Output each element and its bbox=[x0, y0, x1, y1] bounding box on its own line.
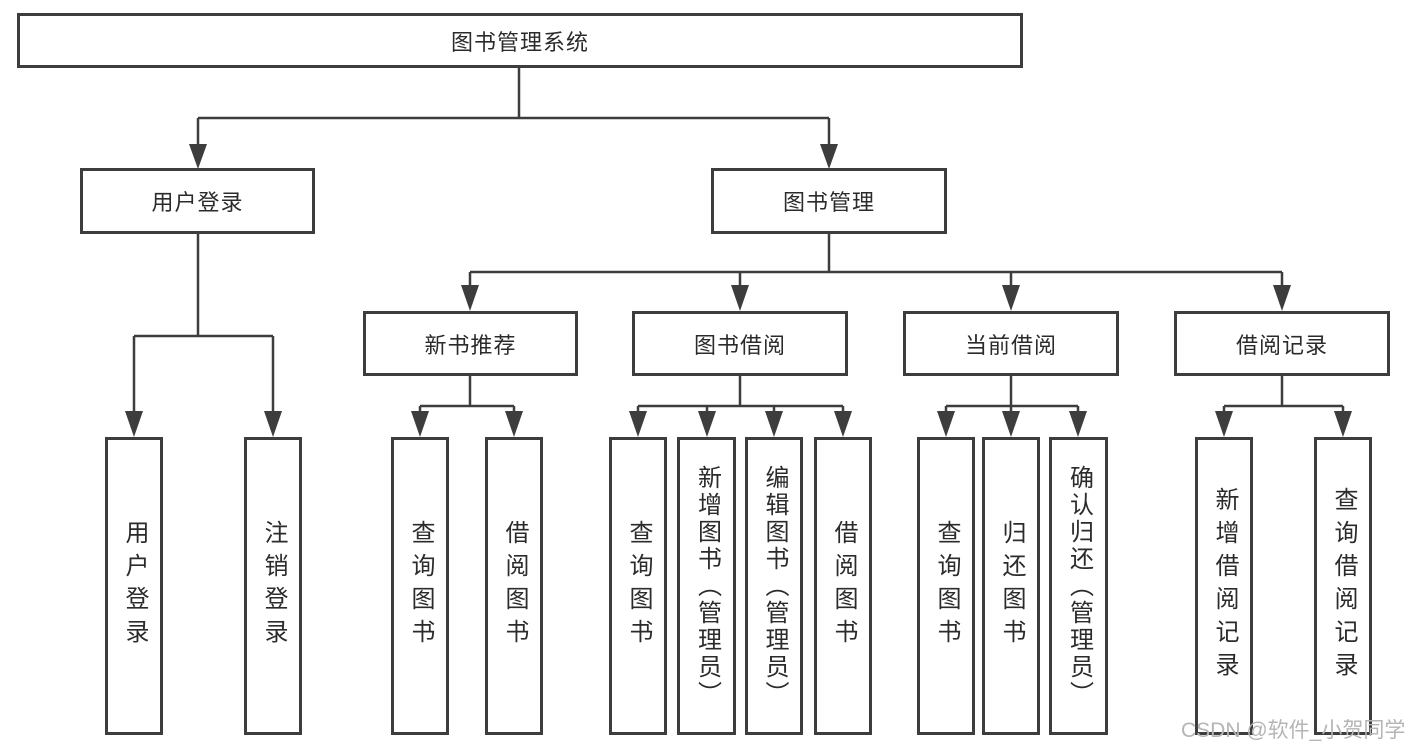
leaf-logout-label: 注销登录 bbox=[260, 520, 287, 652]
leaf-borrow-book: 借阅图书 bbox=[814, 437, 872, 735]
node-new-books: 新书推荐 bbox=[363, 311, 578, 376]
leaf-borrow-add-admin: 新增图书（管理员） bbox=[677, 437, 736, 735]
leaf-newbooks-borrow-label: 借阅图书 bbox=[501, 520, 528, 652]
node-book-mgmt-label: 图书管理 bbox=[782, 190, 875, 215]
leaf-confirm-return-admin-label: 确认归还（管理员） bbox=[1065, 464, 1093, 708]
leaf-user-login-label: 用户登录 bbox=[121, 520, 148, 652]
node-book-borrow: 图书借阅 bbox=[632, 311, 848, 376]
node-book-mgmt: 图书管理 bbox=[711, 168, 947, 234]
csdn-watermark: CSDN @软件_小贺同学 bbox=[1181, 719, 1405, 742]
leaf-borrow-edit-admin-label: 编辑图书（管理员） bbox=[761, 464, 788, 708]
node-user-login: 用户登录 bbox=[80, 168, 315, 234]
node-borrow-records-label: 借阅记录 bbox=[1235, 332, 1328, 358]
leaf-newbooks-query-label: 查询图书 bbox=[407, 520, 434, 652]
node-current-borrow: 当前借阅 bbox=[903, 311, 1119, 376]
leaf-confirm-return-admin: 确认归还（管理员） bbox=[1049, 437, 1108, 735]
leaf-newbooks-query: 查询图书 bbox=[391, 437, 449, 735]
leaf-add-borrow-record-label: 新增借阅记录 bbox=[1211, 487, 1238, 685]
leaf-current-query: 查询图书 bbox=[917, 437, 975, 735]
node-new-books-label: 新书推荐 bbox=[424, 332, 517, 358]
node-book-borrow-label: 图书借阅 bbox=[693, 332, 786, 358]
leaf-query-borrow-record: 查询借阅记录 bbox=[1314, 437, 1372, 735]
node-root: 图书管理系统 bbox=[17, 13, 1023, 68]
node-current-borrow-label: 当前借阅 bbox=[964, 332, 1057, 358]
leaf-current-query-label: 查询图书 bbox=[933, 520, 960, 652]
leaf-borrow-add-admin-label: 新增图书（管理员） bbox=[693, 464, 721, 708]
leaf-borrow-book-label: 借阅图书 bbox=[830, 520, 857, 652]
leaf-logout: 注销登录 bbox=[244, 437, 302, 735]
leaf-query-borrow-record-label: 查询借阅记录 bbox=[1330, 487, 1357, 685]
leaf-user-login: 用户登录 bbox=[105, 437, 163, 735]
leaf-borrow-query-label: 查询图书 bbox=[625, 520, 652, 652]
node-root-label: 图书管理系统 bbox=[450, 29, 589, 55]
leaf-return-book: 归还图书 bbox=[982, 437, 1040, 735]
leaf-newbooks-borrow: 借阅图书 bbox=[485, 437, 543, 735]
node-user-login-label: 用户登录 bbox=[151, 190, 244, 215]
leaf-return-book-label: 归还图书 bbox=[998, 520, 1025, 652]
leaf-add-borrow-record: 新增借阅记录 bbox=[1195, 437, 1253, 735]
leaf-borrow-edit-admin: 编辑图书（管理员） bbox=[745, 437, 803, 735]
node-borrow-records: 借阅记录 bbox=[1174, 311, 1390, 376]
leaf-borrow-query: 查询图书 bbox=[609, 437, 667, 735]
